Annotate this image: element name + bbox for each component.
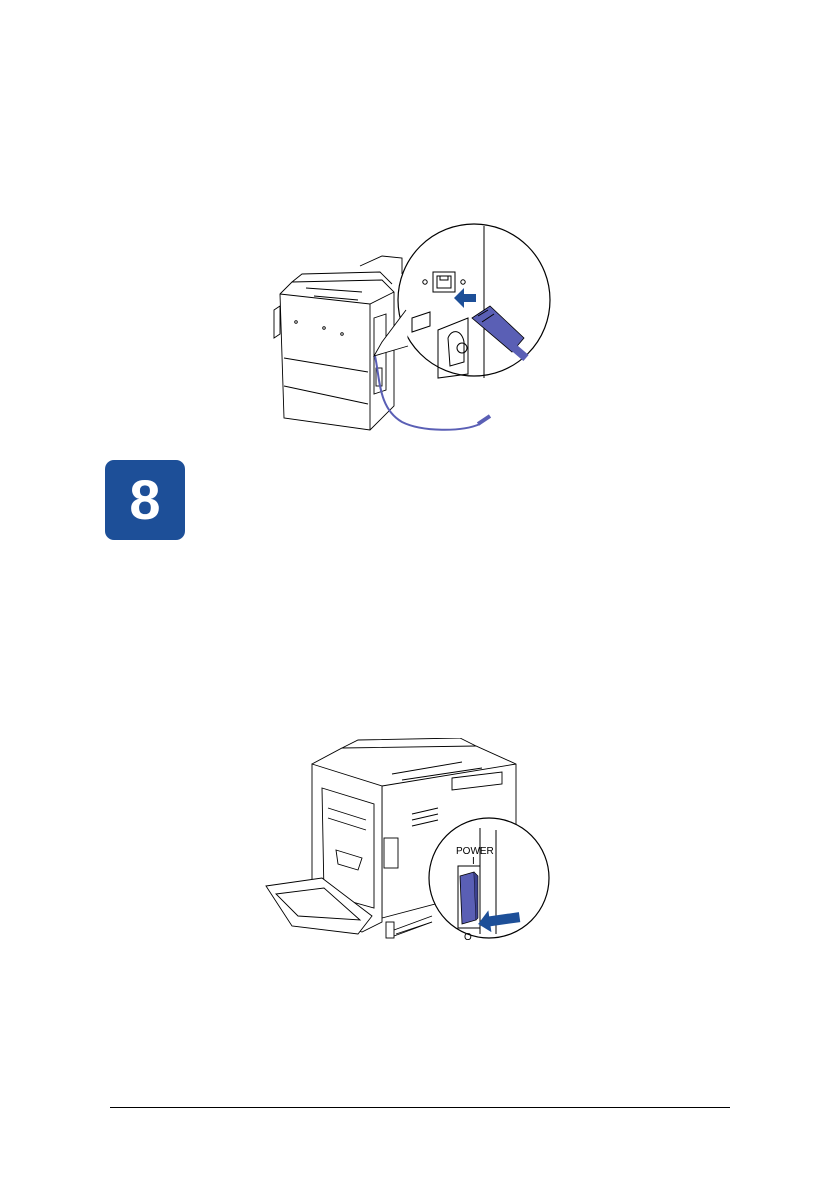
network-cable-illustration xyxy=(262,218,562,438)
power-on-mark: I xyxy=(472,856,475,867)
power-switch-illustration: POWER I O xyxy=(262,738,562,958)
power-label: POWER xyxy=(456,846,494,857)
step-number: 8 xyxy=(129,472,160,528)
power-switch[interactable] xyxy=(460,872,476,924)
footer-rule xyxy=(110,1107,730,1108)
zoom-circle xyxy=(374,224,550,378)
step-number-badge: 8 xyxy=(105,460,185,540)
power-off-mark: O xyxy=(464,932,472,943)
